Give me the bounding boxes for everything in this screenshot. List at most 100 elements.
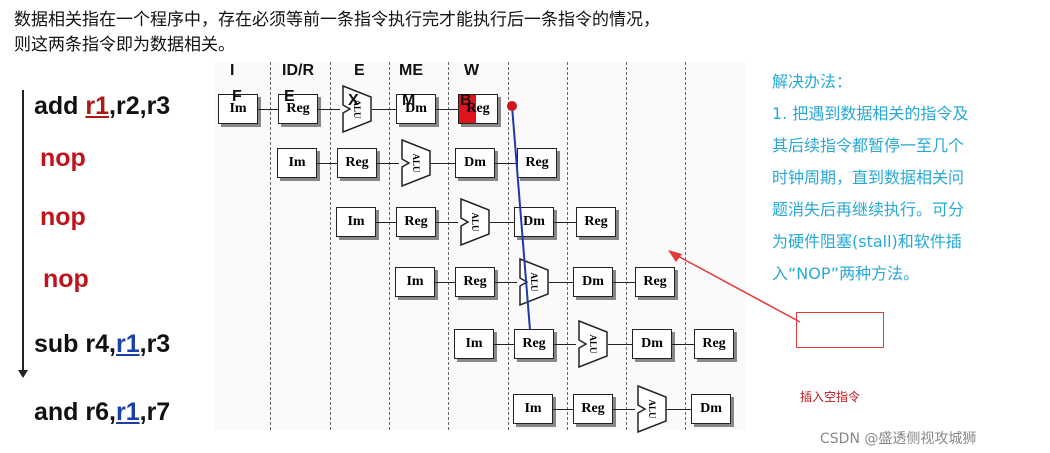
register-file-box: Reg <box>514 329 554 359</box>
register-file-box: Reg <box>396 207 436 237</box>
instruction-op: add <box>34 92 86 120</box>
data-memory-box: Dm <box>396 94 436 124</box>
datapath-wire <box>554 222 576 223</box>
datapath-wire <box>613 282 635 283</box>
svg-text:ALU: ALU <box>647 399 657 419</box>
datapath-wire <box>372 109 396 110</box>
instruction-panel <box>14 62 214 430</box>
register-file-box: Reg <box>337 148 377 178</box>
solution-line: 入“NOP”两种方法。 <box>772 264 920 283</box>
datapath-wire <box>495 163 517 164</box>
svg-text:ALU: ALU <box>352 99 362 119</box>
cycle-divider <box>330 62 331 430</box>
svg-text:ALU: ALU <box>588 334 598 354</box>
instruction-nop-2: nop <box>40 203 86 231</box>
svg-text:ALU: ALU <box>470 212 480 232</box>
write-back-register-box: Reg <box>576 207 616 237</box>
instruction-nop-3: nop <box>43 265 89 293</box>
dest-register: r1 <box>85 92 110 120</box>
instruction-op: sub r4, <box>34 330 116 358</box>
alu-unit: ALU <box>460 197 490 247</box>
write-back-register-box: Reg <box>635 267 675 297</box>
solution-line: 1. 把遇到数据相关的指令及 <box>772 104 969 123</box>
write-back-register-box: Reg <box>517 148 557 178</box>
alu-unit: ALU <box>578 319 608 369</box>
solution-line: 题消失后再继续执行。可分 <box>772 200 965 219</box>
instruction-sub: sub r4,r1,r3 <box>34 330 170 359</box>
alu-unit: ALU <box>342 84 372 134</box>
stage-overlay-letter: X <box>348 92 359 109</box>
source-register: r1 <box>115 398 140 426</box>
instruction-operands: ,r7 <box>139 398 171 426</box>
solution-line: 其后续指令都暂停一至几个 <box>772 136 965 155</box>
data-memory-box: Dm <box>691 394 731 424</box>
header-line-1: 数据相关指在一个程序中，存在必须等前一条指令执行完才能执行后一条指令的情况， <box>14 10 660 30</box>
instruction-operands: ,r2,r3 <box>109 92 171 120</box>
data-memory-box: Dm <box>514 207 554 237</box>
svg-text:ALU: ALU <box>529 272 539 292</box>
write-back-register-box: Reg <box>458 94 498 124</box>
instruction-memory-box: Im <box>218 94 258 124</box>
stage-label-ex: E <box>354 62 365 79</box>
solution-panel: 解决办法： 1. 把遇到数据相关的指令及 其后续指令都暂停一至几个 时钟周期，直… <box>772 66 1044 290</box>
register-file-box: Reg <box>573 394 613 424</box>
datapath-wire <box>431 163 455 164</box>
cycle-divider <box>389 62 390 430</box>
instruction-operands: ,r3 <box>139 330 171 358</box>
stage-label-id: ID/R <box>282 62 314 79</box>
data-memory-box: Dm <box>632 329 672 359</box>
header-line-2: 则这两条指令即为数据相关。 <box>14 35 235 55</box>
stage-label-if: I <box>230 62 235 79</box>
cycle-divider <box>448 62 449 430</box>
cycle-divider <box>270 62 271 430</box>
stage-label-wb: W <box>464 62 480 79</box>
instruction-memory-box: Im <box>277 148 317 178</box>
datapath-wire <box>258 109 278 110</box>
instruction-memory-box: Im <box>395 267 435 297</box>
nop-highlight-box <box>796 312 884 348</box>
datapath-wire <box>317 163 337 164</box>
instruction-memory-box: Im <box>513 394 553 424</box>
datapath-wire <box>553 409 573 410</box>
stage-label-me: ME <box>399 62 423 79</box>
instruction-and: and r6,r1,r7 <box>34 398 170 427</box>
cycle-divider <box>626 62 627 430</box>
instruction-nop-1: nop <box>40 144 86 172</box>
instruction-op: and r6, <box>34 398 116 426</box>
datapath-wire <box>318 109 340 110</box>
solution-line: 为硬件阻塞(stall)和软件插 <box>772 232 962 251</box>
time-arrow <box>18 90 28 378</box>
register-file-box: Reg <box>455 267 495 297</box>
insert-nop-label: 插入空指令 <box>800 390 861 404</box>
data-memory-box: Dm <box>455 148 495 178</box>
instruction-memory-box: Im <box>336 207 376 237</box>
datapath-wire <box>667 409 691 410</box>
cycle-divider <box>567 62 568 430</box>
datapath-wire <box>495 282 517 283</box>
write-back-register-box: Reg <box>694 329 734 359</box>
datapath-wire <box>490 222 514 223</box>
datapath-wire <box>613 409 635 410</box>
register-file-box: Reg <box>278 94 318 124</box>
stage-overlay-letter: E <box>284 88 295 105</box>
datapath-wire <box>435 282 455 283</box>
datapath-wire <box>494 344 514 345</box>
stage-overlay-letter: M <box>402 92 416 109</box>
watermark: CSDN @盛透侧视攻城狮 <box>820 431 977 447</box>
datapath-wire <box>554 344 576 345</box>
instruction-memory-box: Im <box>454 329 494 359</box>
instruction-add: add r1,r2,r3 <box>34 92 170 121</box>
header-text: 数据相关指在一个程序中，存在必须等前一条指令执行完才能执行后一条指令的情况， 则… <box>14 8 660 58</box>
stage-overlay-letter: B <box>460 92 472 109</box>
solution-title: 解决办法： <box>772 72 853 91</box>
source-register: r1 <box>115 330 140 358</box>
datapath-wire <box>608 344 632 345</box>
solution-line: 时钟周期，直到数据相关问 <box>772 168 965 187</box>
datapath-wire <box>672 344 694 345</box>
alu-unit: ALU <box>401 138 431 188</box>
svg-text:ALU: ALU <box>411 153 421 173</box>
datapath-wire <box>549 282 573 283</box>
annotation-arrow <box>668 250 801 323</box>
datapath-wire <box>376 222 396 223</box>
